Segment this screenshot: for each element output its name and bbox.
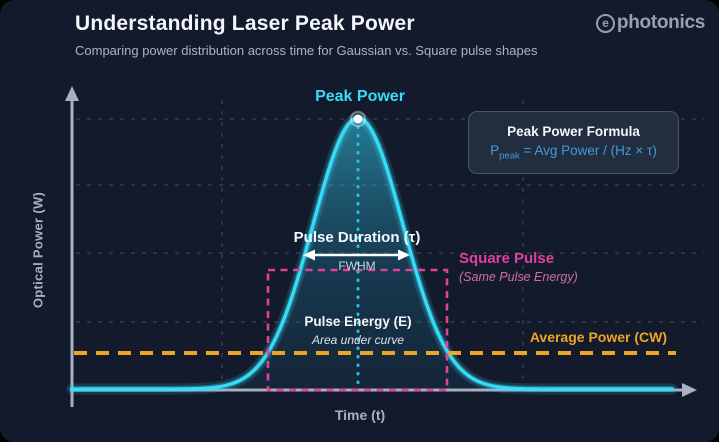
pulse-energy-label: Pulse Energy (E) [304,314,412,329]
vertical-gridlines [221,100,524,389]
square-pulse-outline [266,268,449,392]
formula-p-symbol: P [490,142,500,158]
peak-power-label: Peak Power [315,88,405,105]
pulse-curve [70,116,674,391]
y-axis-arrow-icon [65,86,79,101]
square-pulse-sublabel: (Same Pulse Energy) [459,270,578,284]
pulse-area-fill [72,118,672,389]
x-axis-label: Time (t) [334,407,386,423]
formula-p-subscript: peak [499,150,520,162]
fwhm-arrowhead-right-icon [398,249,410,261]
average-power-label: Average Power (CW) [529,329,667,345]
page-subtitle: Comparing power distribution across time… [75,43,538,58]
square-pulse-label: Square Pulse [459,250,555,267]
y-axis-label: Optical Power (W) [30,191,46,309]
pulse-energy-sublabel: Area under curve [311,333,405,347]
formula-box: Peak Power Formula Ppeak = Avg Power / (… [468,111,679,174]
x-axis-arrow-icon [682,383,697,397]
peak-marker-halo [349,110,367,128]
page-title: Understanding Laser Peak Power [75,12,415,35]
fwhm-arrowhead-left-icon [303,249,315,261]
peak-marker-dot [353,114,363,124]
formula-expression: Ppeak = Avg Power / (Hz × τ) [490,143,657,162]
formula-title: Peak Power Formula [507,123,640,139]
brand-logo: e photonics [595,12,705,34]
logo-text: photonics [616,12,705,33]
pulse-duration-label: Pulse Duration (τ) [293,229,421,246]
logo-e-icon: e [595,13,615,33]
fwhm-label: FWHM [338,259,376,273]
formula-rest: = Avg Power / (Hz × τ) [519,142,657,158]
